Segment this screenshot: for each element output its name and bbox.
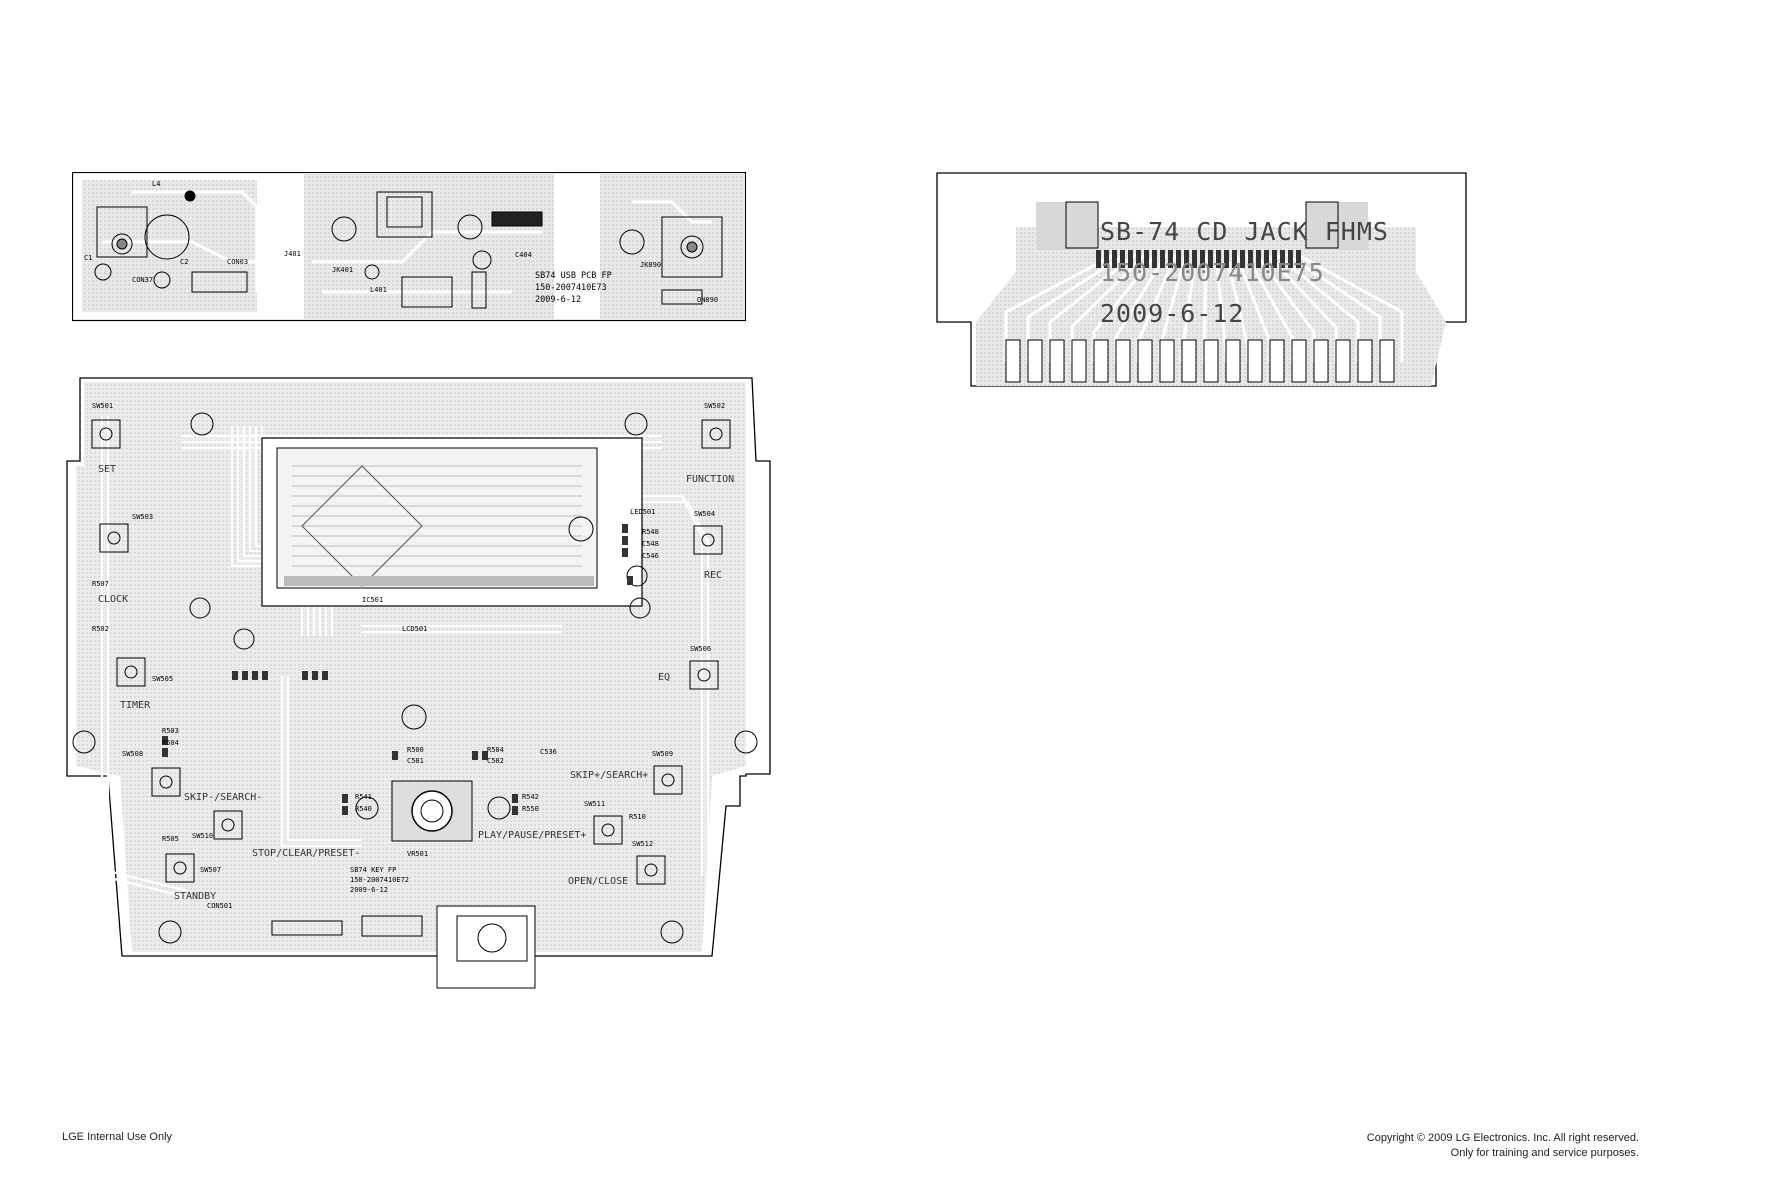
svg-text:R502: R502 <box>92 625 109 633</box>
svg-text:R503: R503 <box>162 727 179 735</box>
usb-silk-text: SB74 USB PCB FP 150-2007410E73 2009-6-12 <box>535 271 612 305</box>
svg-text:SW510: SW510 <box>192 832 213 840</box>
svg-text:J401: J401 <box>284 250 301 258</box>
svg-text:JK890: JK890 <box>640 261 661 269</box>
svg-text:R505: R505 <box>162 835 179 843</box>
svg-text:CON03: CON03 <box>227 258 248 266</box>
svg-text:SW505: SW505 <box>152 675 173 683</box>
svg-text:IC501: IC501 <box>362 596 383 604</box>
svg-text:C581: C581 <box>407 757 424 765</box>
svg-text:STANDBY: STANDBY <box>174 891 216 902</box>
svg-text:C404: C404 <box>515 251 532 259</box>
svg-text:CON501: CON501 <box>207 902 232 910</box>
svg-text:C1: C1 <box>84 254 92 262</box>
svg-text:R510: R510 <box>629 813 646 821</box>
svg-text:SKIP+/SEARCH+: SKIP+/SEARCH+ <box>570 770 648 781</box>
svg-text:R584: R584 <box>487 746 504 754</box>
front-silk-text: SB74 KEY FP 150-2007410E72 2009-6-12 <box>350 866 409 894</box>
footer-right: Copyright © 2009 LG Electronics. Inc. Al… <box>1367 1131 1639 1161</box>
svg-text:SKIP-/SEARCH-: SKIP-/SEARCH- <box>184 792 262 803</box>
svg-text:150-2007410E73: 150-2007410E73 <box>535 283 607 293</box>
svg-text:FUNCTION: FUNCTION <box>686 474 734 485</box>
svg-text:SB-74 CD JACK FHMS: SB-74 CD JACK FHMS <box>1100 217 1389 246</box>
svg-text:C536: C536 <box>540 748 557 756</box>
svg-text:SW501: SW501 <box>92 402 113 410</box>
svg-text:LED501: LED501 <box>630 508 655 516</box>
svg-text:TIMER: TIMER <box>120 700 151 711</box>
svg-text:C582: C582 <box>487 757 504 765</box>
svg-text:C546: C546 <box>642 552 659 560</box>
svg-text:SB74 USB PCB FP: SB74 USB PCB FP <box>535 271 612 281</box>
svg-text:150-2007410E75: 150-2007410E75 <box>1100 258 1325 287</box>
svg-text:SET: SET <box>98 464 116 475</box>
svg-text:R550: R550 <box>522 805 539 813</box>
svg-text:R540: R540 <box>355 805 372 813</box>
footer-purpose: Only for training and service purposes. <box>1450 1147 1639 1159</box>
svg-text:EQ: EQ <box>658 672 670 683</box>
svg-text:SW508: SW508 <box>122 750 143 758</box>
svg-text:STOP/CLEAR/PRESET-: STOP/CLEAR/PRESET- <box>252 848 360 859</box>
svg-text:PLAY/PAUSE/PRESET+: PLAY/PAUSE/PRESET+ <box>478 830 586 841</box>
svg-text:2009-6-12: 2009-6-12 <box>535 295 581 305</box>
svg-text:SW506: SW506 <box>690 645 711 653</box>
svg-text:CON37: CON37 <box>132 276 153 284</box>
svg-text:SW504: SW504 <box>694 510 715 518</box>
svg-text:SW511: SW511 <box>584 800 605 808</box>
svg-text:2009-6-12: 2009-6-12 <box>350 886 388 894</box>
svg-text:R541: R541 <box>355 793 372 801</box>
svg-text:SW502: SW502 <box>704 402 725 410</box>
cd-jack-silk-text: SB-74 CD JACK FHMS 150-2007410E75 2009-6… <box>1100 217 1389 328</box>
svg-text:L401: L401 <box>370 286 387 294</box>
svg-text:L4: L4 <box>152 180 160 188</box>
footer-copyright: Copyright © 2009 LG Electronics. Inc. Al… <box>1366 1132 1639 1144</box>
svg-text:JK401: JK401 <box>332 266 353 274</box>
svg-text:R548: R548 <box>642 528 659 536</box>
svg-text:CLOCK: CLOCK <box>98 594 128 605</box>
svg-text:R500: R500 <box>407 746 424 754</box>
svg-text:VR501: VR501 <box>407 850 428 858</box>
front-button-labels: SET CLOCK TIMER SKIP-/SEARCH- STOP/CLEAR… <box>98 464 734 902</box>
svg-text:OPEN/CLOSE: OPEN/CLOSE <box>568 876 628 887</box>
svg-text:R542: R542 <box>522 793 539 801</box>
svg-text:LCD501: LCD501 <box>402 625 427 633</box>
svg-text:SW509: SW509 <box>652 750 673 758</box>
svg-text:REC: REC <box>704 570 722 581</box>
footer-left: LGE Internal Use Only <box>62 1131 173 1143</box>
svg-text:C2: C2 <box>180 258 188 266</box>
svg-text:150-2007410E72: 150-2007410E72 <box>350 876 409 884</box>
svg-text:R504: R504 <box>162 739 179 747</box>
svg-text:R507: R507 <box>92 580 109 588</box>
svg-text:SB74 KEY FP: SB74 KEY FP <box>350 866 396 874</box>
cd-jack-pcb-board: SB-74 CD JACK FHMS 150-2007410E75 2009-6… <box>936 172 1467 387</box>
svg-text:C548: C548 <box>642 540 659 548</box>
svg-text:SW503: SW503 <box>132 513 153 521</box>
svg-text:2009-6-12: 2009-6-12 <box>1100 299 1244 328</box>
svg-text:SW512: SW512 <box>632 840 653 848</box>
svg-text:SW507: SW507 <box>200 866 221 874</box>
svg-text:ON890: ON890 <box>697 296 718 304</box>
